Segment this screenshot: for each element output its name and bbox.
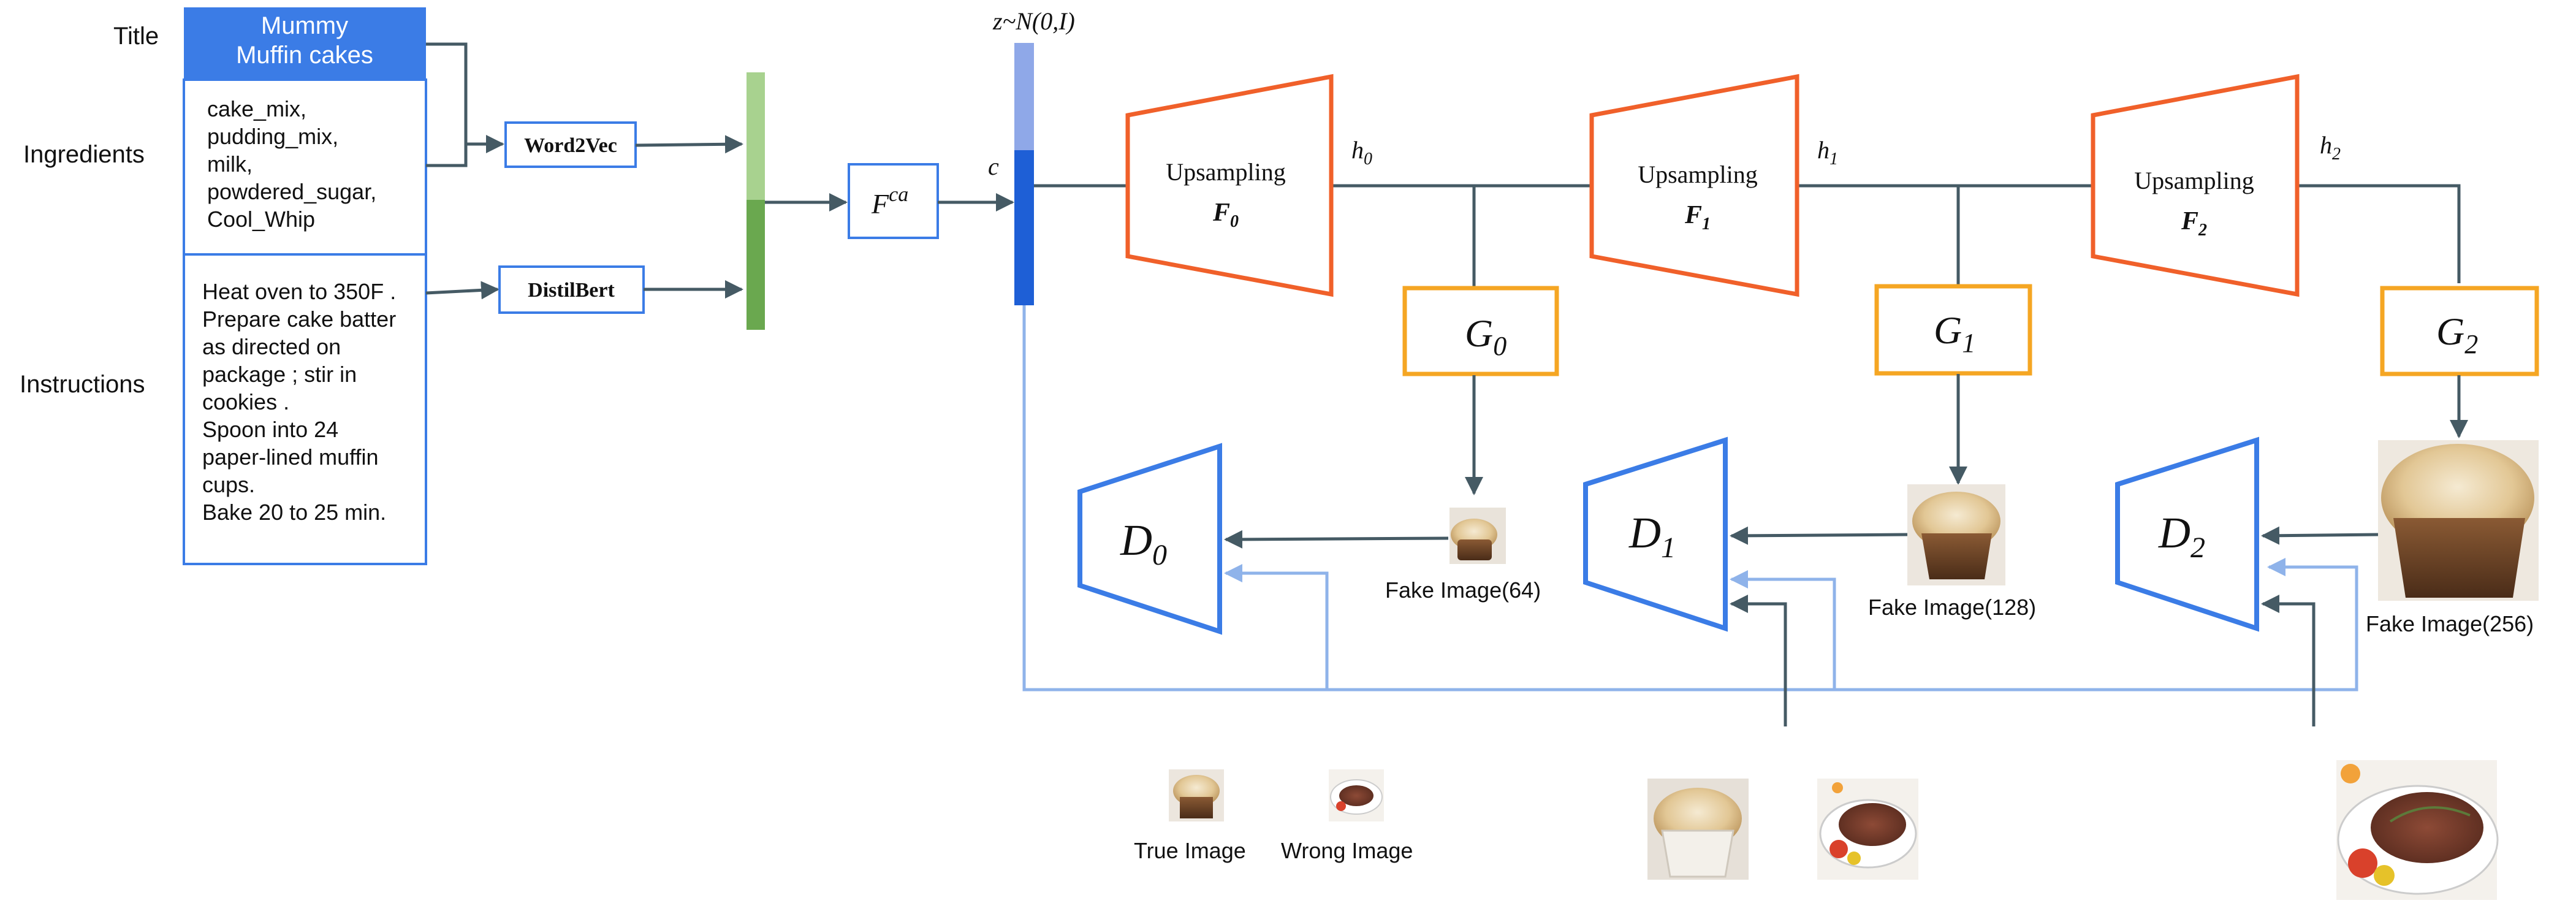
upsampling-label: Upsampling [2134, 167, 2254, 194]
ingredients-box [183, 78, 427, 256]
upsampling-label: Upsampling [1166, 158, 1286, 186]
ingredient-item: cake_mix, [207, 96, 306, 121]
fake-image-128-caption: Fake Image(128) [1868, 595, 2036, 620]
instruction-line: as directed on [202, 334, 341, 359]
g0-label: G0 [1465, 311, 1506, 361]
condition-path-to-d1 [1730, 570, 1836, 690]
generator-g0-box: G0 [1402, 286, 1559, 376]
true-image-label: True Image [1134, 838, 1246, 863]
ingredient-item: pudding_mix, [207, 124, 338, 149]
condition-label: c [988, 153, 999, 180]
discriminator-d1: D1 [1583, 436, 1728, 632]
instruction-line: cups. [202, 472, 255, 497]
instruction-line: cookies . [202, 389, 289, 414]
g1-label: G1 [1934, 308, 1975, 358]
wrong-image-thumbnail [1329, 769, 1384, 821]
distilbert-box: DistilBert [498, 265, 645, 314]
arrow-fake128-to-d1 [1730, 526, 1908, 545]
wrong-image-256 [2336, 760, 2499, 900]
instruction-line: paper-lined muffin [202, 444, 379, 470]
real-images-to-d1 [1730, 595, 1787, 726]
arrow-to-distilbert [425, 281, 500, 300]
upsampling-block-0: Upsampling F0 [1125, 74, 1334, 297]
ingredient-item: milk, [207, 151, 253, 177]
fake-image-64 [1449, 508, 1506, 564]
noise-vector-z [1014, 43, 1034, 150]
hidden-state-h2: h2 [2320, 131, 2341, 164]
distilbert-label: DistilBert [528, 279, 615, 302]
instructions-box [183, 253, 427, 565]
recipe-title-line-1: Mummy [261, 12, 348, 39]
discriminator-d0: D0 [1077, 443, 1222, 635]
condition-path-to-d0 [1224, 564, 1329, 690]
d1-label: D1 [1628, 508, 1676, 564]
upsampling-f0-label: F0 [1212, 199, 1239, 231]
fake-image-256-caption: Fake Image(256) [2366, 611, 2534, 636]
upsampling-label: Upsampling [1638, 161, 1758, 188]
real-images-to-d2 [2261, 595, 2316, 726]
discriminator-d2: D2 [2115, 436, 2259, 632]
recipe-title-box [184, 7, 426, 80]
fake-image-128 [1907, 484, 2005, 585]
hidden-state-h1: h1 [1817, 136, 1838, 169]
condition-path-to-d2 [1022, 305, 2358, 692]
true-image-thumbnail [1169, 769, 1224, 821]
ingredient-item: Cool_Whip [207, 207, 315, 232]
generator-g1-box: G1 [1874, 284, 2032, 376]
ingredient-item: powdered_sugar, [207, 179, 376, 204]
fake-image-64-caption: Fake Image(64) [1385, 577, 1541, 603]
instruction-line: Prepare cake batter [202, 307, 396, 332]
wrong-image-label: Wrong Image [1281, 838, 1413, 863]
fca-box: Fca [848, 163, 939, 239]
title-ingredients-bracket [426, 42, 468, 167]
instruction-line: Heat oven to 350F . [202, 279, 396, 304]
embedding-vector-instructions [747, 200, 765, 330]
d2-label: D2 [2158, 508, 2205, 564]
title-row-label: Title [113, 23, 159, 50]
d0-label: D0 [1120, 516, 1167, 571]
embedding-vector-title-ingredients [747, 72, 765, 200]
arrow-word2vec-to-vector [635, 135, 743, 154]
arrow-fake64-to-d0 [1224, 530, 1449, 549]
upsampling-block-2: Upsampling F2 [2091, 74, 2300, 297]
upsampling-f1-label: F1 [1684, 201, 1711, 234]
wrong-image-128 [1817, 779, 1918, 880]
recipe-panel: Mummy Muffin cakes cake_mix, pudding_mix… [183, 7, 427, 565]
fca-label: Fca [871, 183, 908, 219]
upsampling-block-1: Upsampling F1 [1589, 74, 1799, 297]
generator-g2-box: G2 [2380, 286, 2539, 376]
backbone-line [2297, 184, 2461, 283]
noise-label: z~N(0,I) [992, 7, 1075, 35]
instruction-line: Bake 20 to 25 min. [202, 500, 386, 525]
instruction-line: package ; stir in [202, 362, 357, 387]
g2-label: G2 [2436, 310, 2478, 359]
arrow-fake256-to-d2 [2261, 526, 2379, 545]
word2vec-label: Word2Vec [524, 134, 617, 157]
instructions-row-label: Instructions [20, 371, 145, 398]
instruction-line: Spoon into 24 [202, 417, 338, 442]
recipe-title-line-2: Muffin cakes [236, 42, 373, 69]
ingredients-row-label: Ingredients [23, 141, 145, 168]
hidden-state-h0: h0 [1351, 136, 1372, 169]
true-image-128 [1647, 779, 1749, 880]
fake-image-256 [2378, 440, 2539, 601]
word2vec-box: Word2Vec [504, 121, 637, 168]
condition-vector-c [1014, 150, 1034, 305]
upsampling-f2-label: F2 [2181, 207, 2207, 240]
